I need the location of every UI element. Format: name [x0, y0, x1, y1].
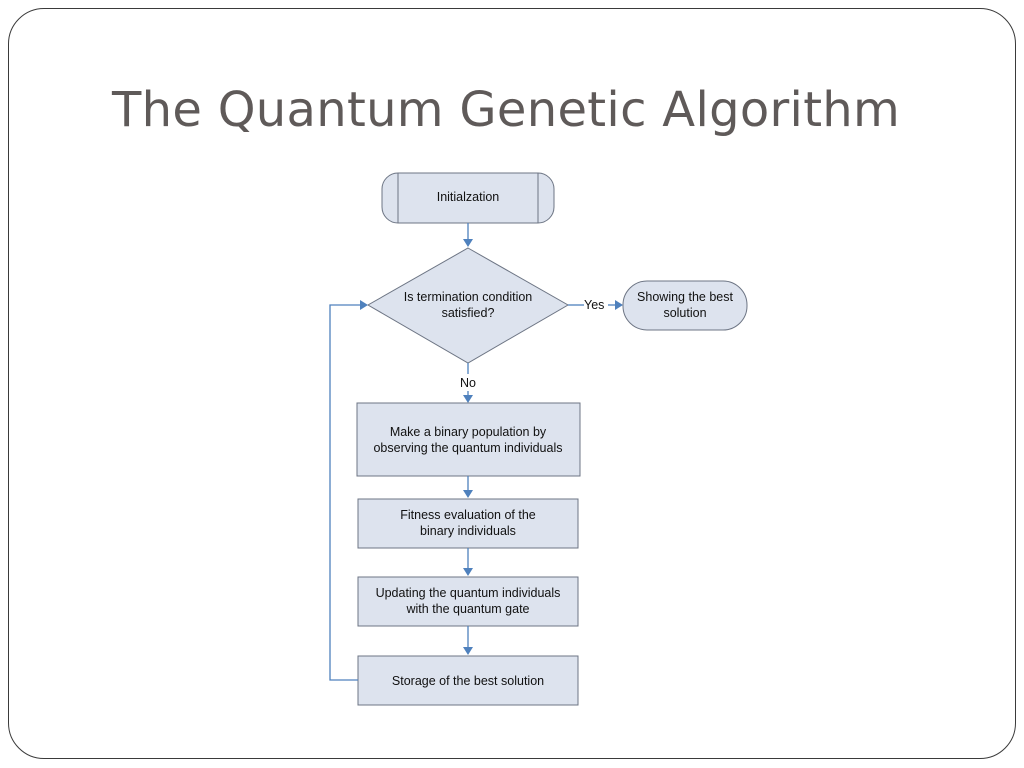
arrow-head — [463, 239, 473, 247]
yes-label: Yes — [584, 298, 604, 312]
arrow-head — [463, 490, 473, 498]
end-label-line2: solution — [663, 306, 706, 320]
end-label-line1: Showing the best — [637, 290, 733, 304]
slide-title: The Quantum Genetic Algorithm — [112, 82, 901, 138]
arrow-head — [463, 568, 473, 576]
arrow-head — [463, 395, 473, 403]
connector-loop-back — [329, 304, 361, 681]
arrow-head — [360, 300, 368, 310]
start-label: Initialzation — [437, 190, 500, 204]
decision-node: Is termination condition satisfied? — [366, 247, 570, 364]
step-observe-line1: Make a binary population by — [390, 425, 547, 439]
step-fitness-line1: Fitness evaluation of the — [400, 508, 536, 522]
step-observe-node: Make a binary population by observing th… — [356, 402, 581, 477]
step-update-node: Updating the quantum individuals with th… — [357, 576, 579, 627]
decision-label-line1: Is termination condition — [404, 290, 533, 304]
arrow-head — [615, 300, 623, 310]
start-node: Initialzation — [381, 172, 555, 224]
step-update-line2: with the quantum gate — [406, 602, 530, 616]
step-fitness-node: Fitness evaluation of the binary individ… — [357, 498, 579, 549]
step-store-label: Storage of the best solution — [392, 674, 544, 688]
end-node: Showing the best solution — [622, 280, 748, 331]
step-store-node: Storage of the best solution — [357, 655, 579, 706]
step-update-line1: Updating the quantum individuals — [376, 586, 561, 600]
no-label: No — [460, 376, 476, 390]
step-fitness-line2: binary individuals — [420, 524, 516, 538]
arrow-head — [463, 647, 473, 655]
step-observe-line2: observing the quantum individuals — [373, 441, 562, 455]
slide-frame — [8, 8, 1016, 759]
decision-label-line2: satisfied? — [442, 306, 495, 320]
